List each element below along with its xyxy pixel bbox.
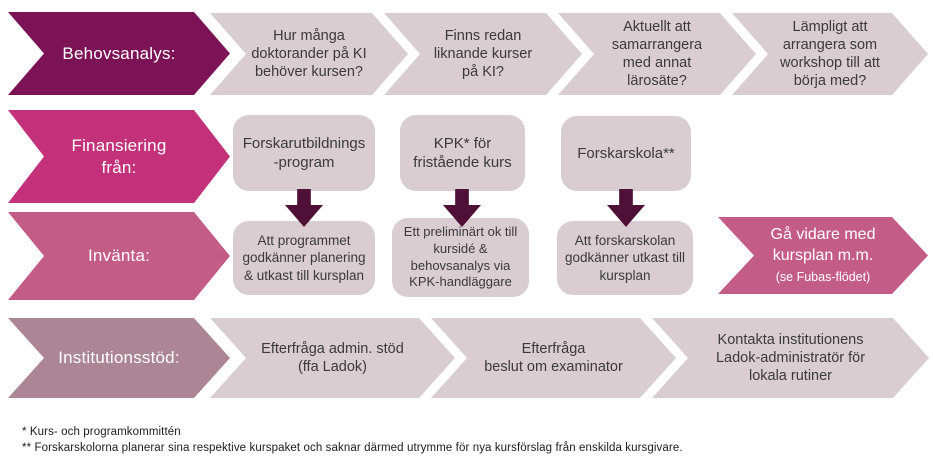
step-arrow-doktorander: Hur många doktorander på KI behöver kurs…: [210, 13, 408, 95]
source-box-kpk: KPK* för fristående kurs: [400, 115, 525, 191]
footnote-forskarskolor: ** Forskarskolorna planerar sina respekt…: [22, 442, 683, 454]
row-label-invanta: Invänta:: [8, 212, 230, 300]
next-step-title: Gå vidare med kursplan m.m.: [770, 225, 876, 264]
next-step-subtitle: (se Fubas-flödet): [775, 270, 871, 285]
source-box-forskarutbildningsprogram: Forskarutbildnings -program: [233, 115, 375, 191]
step-arrow-admin-stod: Efterfråga admin. stöd (ffa Ladok): [210, 318, 455, 398]
row-label-finansiering: Finansiering från:: [8, 110, 230, 203]
step-arrow-liknande-kurser: Finns redan liknande kurser på KI?: [384, 13, 582, 95]
row-label-institutionsstod: Institutionsstöd:: [8, 318, 230, 398]
footnote-kpk: * Kurs- och programkommittén: [22, 426, 181, 438]
wait-box-kpk-ok: Ett preliminärt ok till kursidé & behovs…: [392, 218, 529, 297]
step-arrow-ladok-administrator: Kontakta institutionens Ladok-administra…: [652, 318, 929, 398]
row-label-behovsanalys: Behovsanalys:: [8, 12, 230, 95]
wait-box-forskarskolan: Att forskarskolan godkänner utkast till …: [557, 221, 693, 295]
wait-box-programmet: Att programmet godkänner planering & utk…: [233, 221, 375, 295]
source-box-forskarskola: Forskarskola**: [561, 116, 691, 191]
step-arrow-workshop: Lämpligt att arrangera som workshop till…: [732, 13, 928, 95]
step-arrow-examinator: Efterfråga beslut om examinator: [431, 318, 676, 398]
step-arrow-samarrangera: Aktuellt att samarrangera med annat läro…: [558, 13, 756, 95]
next-step-arrow-kursplan: Gå vidare med kursplan m.m. (se Fubas-fl…: [718, 217, 928, 294]
